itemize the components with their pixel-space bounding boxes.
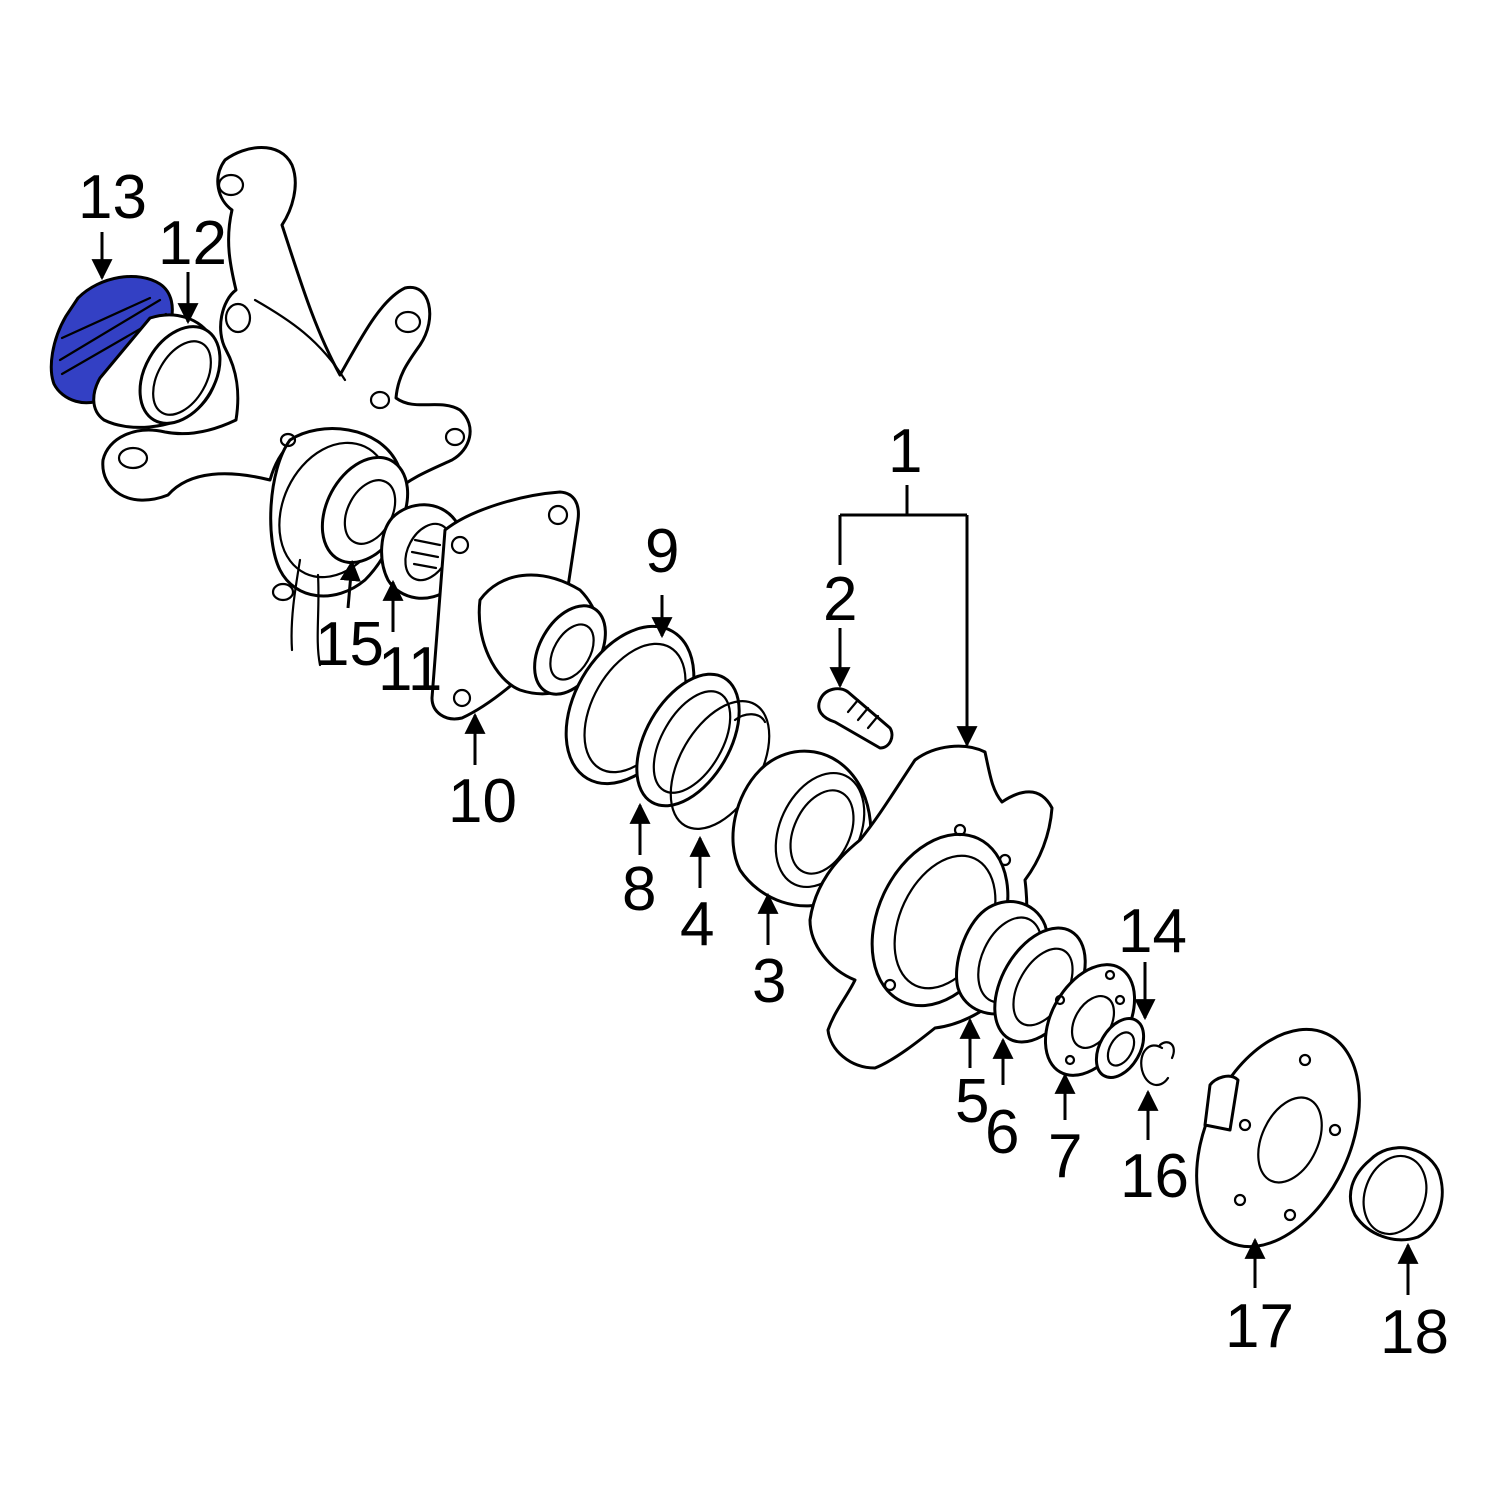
callout-4[interactable]: 4 xyxy=(680,890,714,959)
callout-11[interactable]: 11 xyxy=(378,635,442,704)
part-18-cap[interactable] xyxy=(1348,1146,1444,1243)
callout-3[interactable]: 3 xyxy=(752,947,786,1016)
part-12-race[interactable] xyxy=(92,312,237,437)
callout-17[interactable]: 17 xyxy=(1225,1292,1294,1361)
callout-labels: 13 12 15 11 10 9 8 4 3 2 1 14 5 6 7 16 1… xyxy=(78,163,1449,1367)
callout-9[interactable]: 9 xyxy=(645,517,679,586)
callout-12[interactable]: 12 xyxy=(158,209,227,278)
part-17-hub-flange[interactable] xyxy=(1164,1003,1392,1272)
callout-16[interactable]: 16 xyxy=(1120,1142,1189,1211)
callout-2[interactable]: 2 xyxy=(823,565,857,634)
callout-10[interactable]: 10 xyxy=(448,767,517,836)
callout-5[interactable]: 5 xyxy=(955,1067,989,1136)
callout-6[interactable]: 6 xyxy=(985,1098,1019,1167)
callout-1[interactable]: 1 xyxy=(888,417,922,486)
part-10-spindle[interactable] xyxy=(430,490,620,721)
callout-18[interactable]: 18 xyxy=(1380,1298,1449,1367)
callout-7[interactable]: 7 xyxy=(1048,1122,1082,1191)
callout-14[interactable]: 14 xyxy=(1118,897,1187,966)
callout-13[interactable]: 13 xyxy=(78,163,147,232)
part-14-washer[interactable] xyxy=(1087,1010,1154,1085)
callout-15[interactable]: 15 xyxy=(315,610,384,679)
callout-lines xyxy=(91,232,1419,1295)
callout-8[interactable]: 8 xyxy=(622,855,656,924)
part-2-stud[interactable] xyxy=(817,687,894,750)
part-16-clip[interactable] xyxy=(1140,1041,1175,1087)
